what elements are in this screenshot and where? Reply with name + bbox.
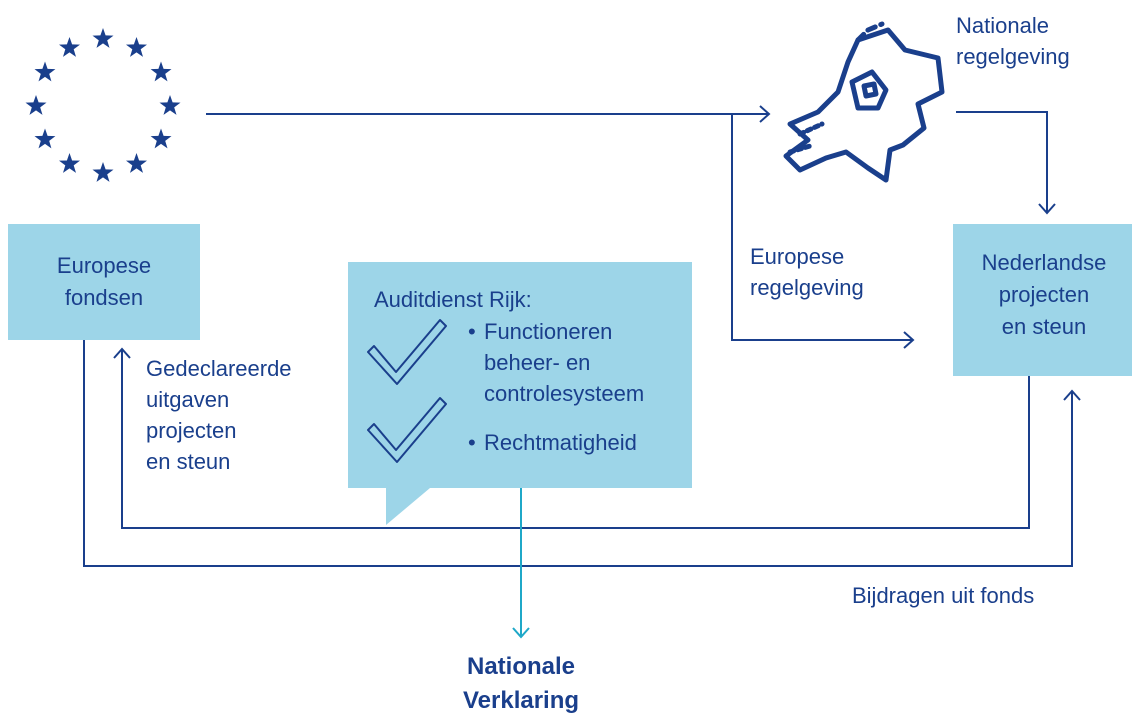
gedeclareerde-uitgaven-label: Gedeclareerde uitgaven projecten en steu… bbox=[146, 353, 292, 477]
europese-fondsen-box bbox=[8, 224, 200, 340]
nederlandse-projecten-box bbox=[953, 224, 1132, 376]
eu-star bbox=[92, 28, 114, 48]
eu-star bbox=[150, 128, 172, 149]
bijdragen-arrow bbox=[83, 340, 1073, 567]
gedeclareerde-line3: projecten bbox=[146, 418, 237, 443]
europese-regelgeving-line1: Europese bbox=[750, 244, 845, 269]
europese-regelgeving-label: Europese regelgeving bbox=[750, 241, 864, 303]
connectors bbox=[83, 105, 1081, 567]
gedeclareerde-line4: en steun bbox=[146, 449, 231, 474]
bullet1-line1: Functioneren bbox=[484, 319, 613, 344]
nationale-verklaring-line2: Verklaring bbox=[462, 687, 580, 714]
bullet1-line3: controlesysteem bbox=[484, 381, 645, 406]
nationale-regelgeving-line2: regelgeving bbox=[956, 44, 1070, 69]
checkmark-icon bbox=[367, 397, 447, 463]
bullet-dot: • bbox=[468, 319, 476, 344]
gedeclareerde-arrow bbox=[121, 350, 1030, 529]
gedeclareerde-line1: Gedeclareerde bbox=[146, 356, 292, 381]
nederlandse-projecten-line3: en steun bbox=[1001, 314, 1087, 339]
nationale-regelgeving-line1: Nationale bbox=[956, 13, 1049, 38]
bijdragen-uit-fonds-label: Bijdragen uit fonds bbox=[852, 583, 1035, 608]
eu-star bbox=[59, 37, 80, 57]
nationale-verklaring-line1: Nationale bbox=[466, 653, 576, 680]
nederlandse-projecten-line1: Nederlandse bbox=[981, 250, 1107, 275]
eu-star bbox=[159, 95, 181, 115]
checkmark-icon bbox=[367, 319, 447, 385]
nationale-verklaring-label: Nationale Verklaring bbox=[411, 650, 631, 718]
gedeclareerde-line2: uitgaven bbox=[146, 387, 230, 412]
bullet-rechtmatigheid: Rechtmatigheid bbox=[484, 430, 637, 455]
nederlandse-projecten-line2: projecten bbox=[998, 282, 1090, 307]
netherlands-map-icon bbox=[783, 21, 945, 183]
nationale-verklaring-arrow bbox=[512, 488, 530, 639]
eu-star bbox=[59, 153, 80, 173]
eu-star bbox=[34, 61, 56, 82]
europese-fondsen-label: Europese fondsen bbox=[8, 250, 200, 314]
europese-fondsen-line1: Europese bbox=[56, 253, 152, 278]
bullet1-line2: beheer- en bbox=[484, 350, 591, 375]
bullet-dot: • bbox=[468, 430, 476, 455]
europese-regelgeving-line2: regelgeving bbox=[750, 275, 864, 300]
eu-star bbox=[25, 95, 47, 115]
nationale-regelgeving-arrow bbox=[956, 111, 1048, 212]
nationale-regelgeving-label: Nationale regelgeving bbox=[956, 10, 1070, 72]
eu-star bbox=[126, 153, 147, 173]
eu-star bbox=[92, 162, 114, 182]
eu-stars-circle-icon bbox=[25, 28, 181, 182]
eu-star bbox=[34, 128, 56, 149]
eu-star bbox=[150, 61, 172, 82]
nederlandse-projecten-label: Nederlandse projecten en steun bbox=[953, 247, 1132, 343]
bullet-functioneren: Functioneren beheer- en controlesysteem bbox=[484, 316, 644, 409]
europese-regelgeving-arrow bbox=[731, 114, 912, 341]
europese-fondsen-line2: fondsen bbox=[64, 285, 144, 310]
eu-star bbox=[126, 37, 147, 57]
auditdienst-title: Auditdienst Rijk: bbox=[374, 287, 532, 312]
